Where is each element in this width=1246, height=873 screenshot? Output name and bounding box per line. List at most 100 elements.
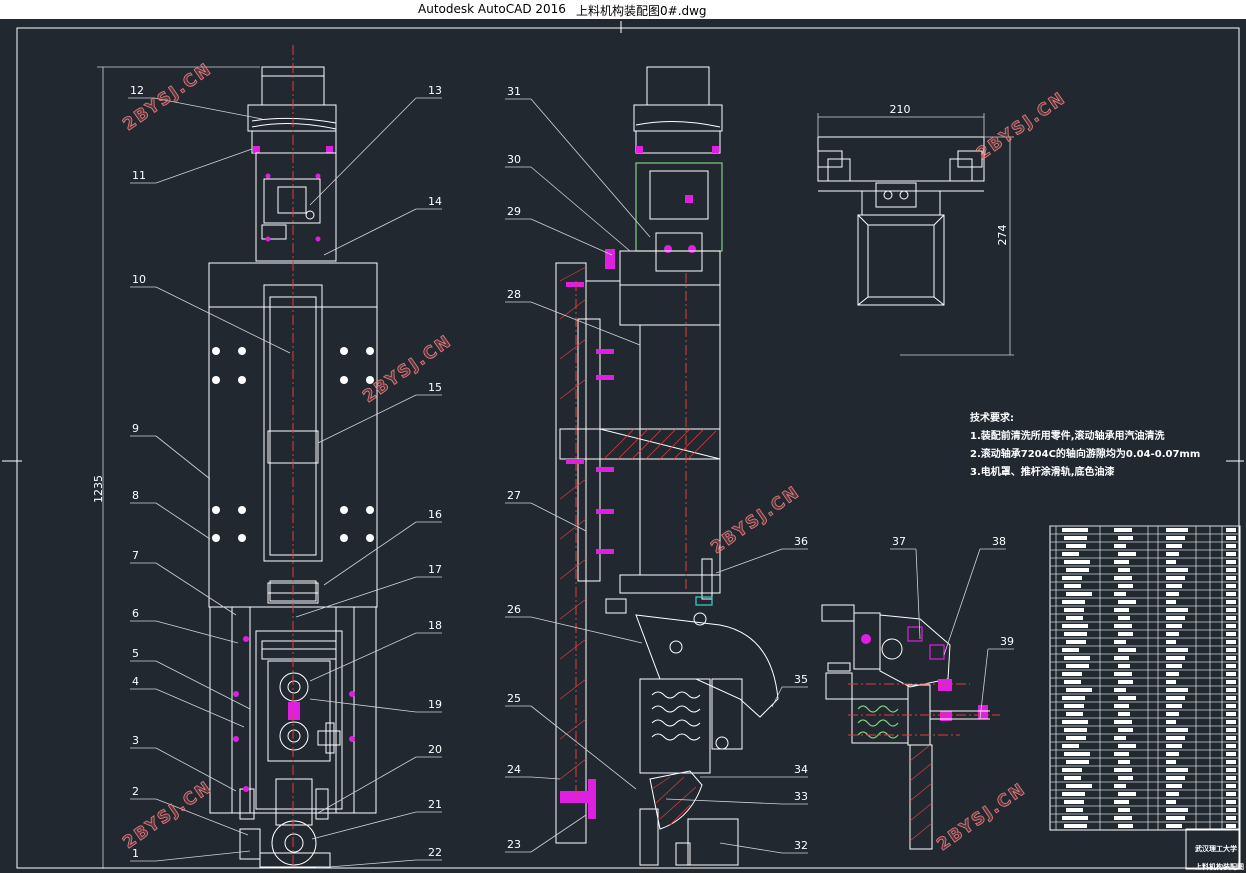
- callout-leader-3: [155, 747, 237, 792]
- tech-req-item-2: 2.滚动轴承7204C的轴向游隙均为0.04-0.07mm: [970, 447, 1200, 460]
- part-label-34: 34: [794, 763, 808, 776]
- part-label-29: 29: [507, 205, 521, 218]
- callout-leader-14: [323, 208, 417, 256]
- overall-height-dimension: 1235: [92, 66, 260, 869]
- part-label-20: 20: [428, 743, 442, 756]
- part-label-18: 18: [428, 619, 442, 632]
- part-label-24: 24: [507, 763, 521, 776]
- part-label-6: 6: [132, 607, 139, 620]
- detail-view: [821, 604, 1000, 850]
- part-label-19: 19: [428, 698, 442, 711]
- tech-req-heading: 技术要求:: [970, 411, 1014, 424]
- part-label-39: 39: [1000, 635, 1014, 648]
- window-titlebar: Autodesk AutoCAD 2016 上料机构装配图0#.dwg: [0, 0, 1246, 19]
- callout-leader-30: [530, 166, 631, 252]
- watermark-3: 2BYSJ.CN: [973, 88, 1070, 164]
- cad-drawing-canvas[interactable]: 1235: [0, 19, 1246, 873]
- callout-leader-1: [155, 850, 251, 862]
- part-label-5: 5: [132, 647, 139, 660]
- part-label-8: 8: [132, 489, 139, 502]
- callout-leader-38: [943, 548, 981, 656]
- part-label-17: 17: [428, 563, 442, 576]
- callout-leader-15: [317, 394, 417, 444]
- part-label-23: 23: [507, 838, 521, 851]
- part-label-10: 10: [132, 273, 146, 286]
- part-label-12: 12: [130, 84, 144, 97]
- part-label-3: 3: [132, 734, 139, 747]
- watermark-4: 2BYSJ.CN: [707, 482, 804, 558]
- section-view: [555, 66, 779, 866]
- part-label-13: 13: [428, 84, 442, 97]
- callout-leader-9: [155, 435, 211, 480]
- part-label-28: 28: [507, 288, 521, 301]
- callout-leader-31: [530, 98, 651, 238]
- part-label-31: 31: [507, 85, 521, 98]
- part-label-33: 33: [794, 790, 808, 803]
- callout-leader-20: [317, 756, 417, 814]
- title-block-school: 武汉理工大学: [1195, 844, 1237, 853]
- part-label-38: 38: [992, 535, 1006, 548]
- part-label-15: 15: [428, 381, 442, 394]
- part-label-35: 35: [794, 673, 808, 686]
- watermark-6: 2BYSJ.CN: [933, 779, 1030, 855]
- tech-req-item-1: 1.装配前清洗所用零件,滚动轴承用汽油清洗: [970, 429, 1165, 442]
- part-label-32: 32: [794, 839, 808, 852]
- watermark-1: 2BYSJ.CN: [119, 59, 216, 135]
- front-view: [208, 45, 378, 869]
- part-label-7: 7: [132, 549, 139, 562]
- callout-leader-39: [979, 648, 989, 720]
- top-view-height-text: 274: [996, 225, 1009, 246]
- file-name: 上料机构装配图0#.dwg: [576, 4, 707, 18]
- callout-leader-35: [771, 686, 783, 708]
- tech-req-item-3: 3.电机罩、推杆涂滑轨,底色油漆: [970, 465, 1115, 478]
- callout-leader-36: [715, 548, 783, 574]
- part-label-22: 22: [428, 846, 442, 859]
- callout-leader-29: [530, 218, 613, 256]
- callout-leader-12: [153, 97, 263, 120]
- title-block: 武汉理工大学 上料机构装配图: [1185, 828, 1244, 871]
- callout-leader-11: [155, 148, 253, 184]
- callout-leader-24: [530, 776, 561, 780]
- app-title: Autodesk AutoCAD 2016: [418, 2, 566, 16]
- overall-height-text: 1235: [92, 475, 105, 503]
- part-label-2: 2: [132, 785, 139, 798]
- callout-leader-16: [323, 521, 417, 586]
- callout-leader-4: [155, 688, 245, 728]
- callout-leader-37: [915, 548, 921, 640]
- callout-leader-32: [719, 842, 783, 854]
- callout-leader-2: [155, 798, 249, 836]
- part-label-25: 25: [507, 692, 521, 705]
- title-block-drawing-title: 上料机构装配图: [1195, 862, 1244, 871]
- callout-leader-7: [155, 562, 237, 616]
- part-label-4: 4: [132, 675, 139, 688]
- part-label-30: 30: [507, 153, 521, 166]
- callout-leader-33: [665, 798, 783, 805]
- callout-leader-10: [155, 286, 291, 354]
- callout-leader-18: [309, 632, 417, 682]
- callout-leader-28: [530, 301, 641, 346]
- watermarks: 2BYSJ.CN 2BYSJ.CN 2BYSJ.CN 2BYSJ.CN 2BYS…: [119, 59, 1070, 856]
- technical-requirements: 技术要求: 1.装配前清洗所用零件,滚动轴承用汽油清洗 2.滚动轴承7204C的…: [970, 411, 1200, 478]
- callout-leader-22: [315, 859, 417, 869]
- part-label-9: 9: [132, 422, 139, 435]
- part-label-1: 1: [132, 847, 139, 860]
- part-label-26: 26: [507, 603, 521, 616]
- callout-leader-8: [155, 502, 211, 540]
- part-label-16: 16: [428, 508, 442, 521]
- part-label-14: 14: [428, 195, 442, 208]
- callout-leader-21: [311, 811, 417, 840]
- part-label-37: 37: [892, 535, 906, 548]
- part-label-21: 21: [428, 798, 442, 811]
- callout-leader-25: [530, 705, 637, 790]
- callout-leader-27: [530, 502, 587, 532]
- callout-leader-23: [530, 814, 587, 853]
- callout-leader-19: [309, 698, 417, 713]
- part-label-11: 11: [132, 169, 146, 182]
- part-label-36: 36: [794, 535, 808, 548]
- callout-leader-17: [295, 576, 417, 618]
- top-view-width-text: 210: [890, 103, 911, 116]
- drawing-frame: [2, 21, 1244, 869]
- callout-leader-26: [530, 616, 643, 644]
- callout-leader-13: [309, 97, 417, 206]
